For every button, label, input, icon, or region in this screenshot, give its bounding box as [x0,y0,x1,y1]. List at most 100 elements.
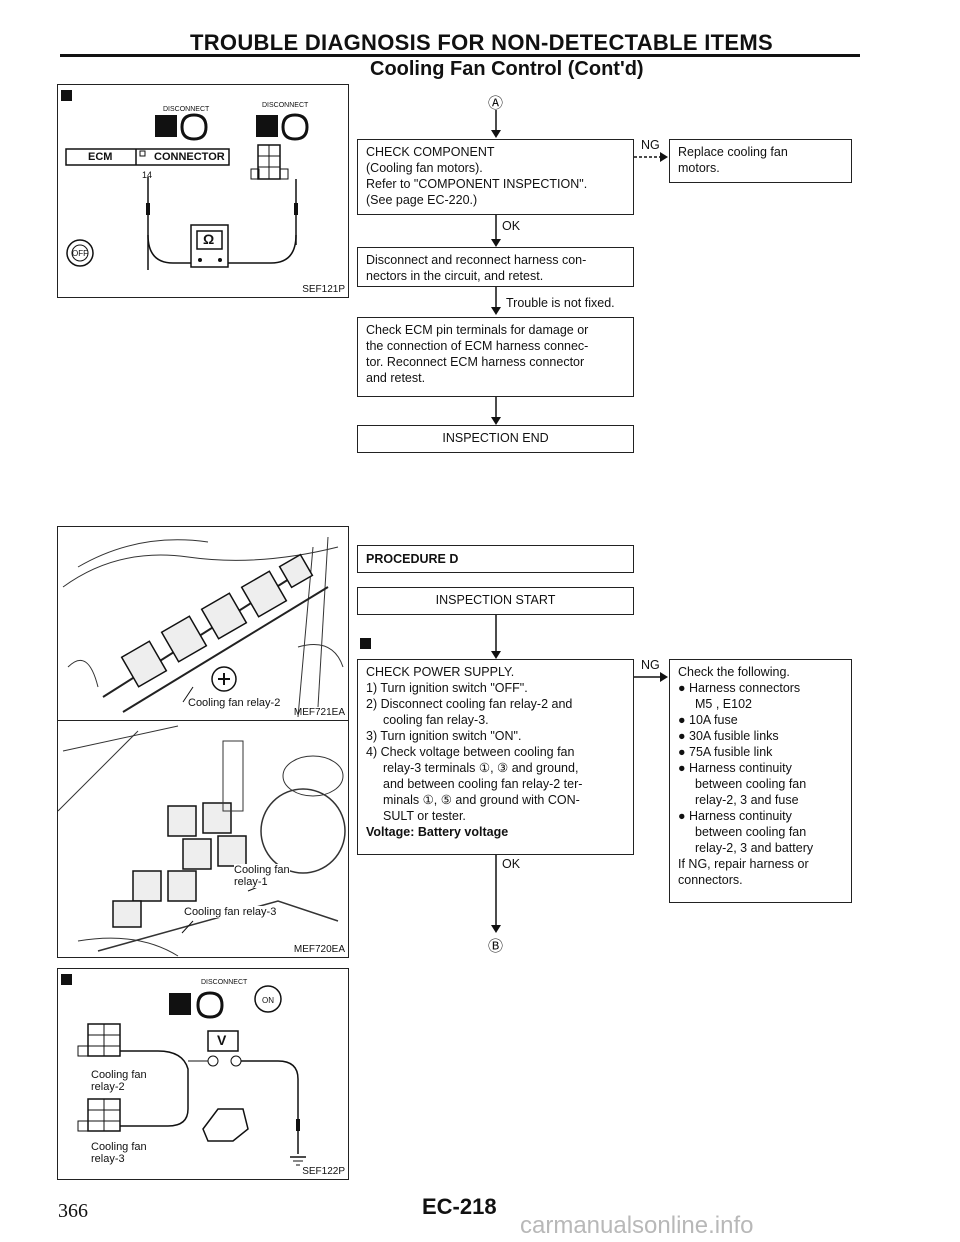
pin-14-label: 14 [142,170,153,180]
step-line: tor. Reconnect ECM harness connector [366,355,585,369]
inspection-end-box: INSPECTION END [357,425,634,453]
step-line: ● Harness continuity [678,761,792,775]
step-line: between cooling fan [695,825,807,839]
step-line: ● Harness connectors [678,681,801,695]
relay-1-label-line: relay-1 [234,876,268,888]
step-line: nectors in the circuit, and retest. [366,269,544,283]
ok-label: OK [502,857,521,871]
arrow-down-icon [491,397,501,425]
inspection-start-box: INSPECTION START [357,587,634,615]
ng-label: NG [641,658,660,672]
step-line: 1) Turn ignition switch "OFF". [366,681,528,695]
voltage-circuit-diagram [77,985,306,1166]
check-component-box: CHECK COMPONENT (Cooling fan motors). Re… [357,139,634,215]
watermark: carmanualsonline.info [520,1212,754,1239]
section-page-code: EC-218 [422,1194,497,1219]
harness-connector-codes: M5 , E102 [695,697,752,711]
step-line: Check ECM pin terminals for damage or [366,323,589,337]
relay-2-label-line: relay-2 [91,1081,125,1093]
relay-2-label: Cooling fan relay-2 [91,1069,147,1093]
step-line: Check the following. [678,665,790,679]
check-power-supply-box: CHECK POWER SUPPLY. 1) Turn ignition swi… [357,659,634,855]
section-marker-icon [61,90,72,101]
ignition-on-label: ON [262,996,274,1005]
step-line: CHECK POWER SUPPLY. [366,665,515,679]
step-line: Refer to "COMPONENT INSPECTION". [366,177,588,191]
relay-1-label: Cooling fan relay-1 [234,864,290,888]
disconnect-label-1: DISCONNECT [163,106,210,113]
step-line: Replace cooling fan [678,145,788,159]
step-line: 2) Disconnect cooling fan relay-2 and [366,697,573,711]
relay-3-label: Cooling fan relay-3 [184,906,277,918]
figure-code: MEF721EA [293,707,345,718]
step-line: motors. [678,161,720,175]
check-ecm-pins-box: Check ECM pin terminals for damage or th… [357,317,634,397]
engine-bay-illustration [62,536,344,718]
step-line: and between cooling fan relay-2 ter- [383,777,583,791]
procedure-d-box: PROCEDURE D [357,545,634,573]
step-line: CHECK COMPONENT [366,145,495,159]
section-marker-icon [360,638,371,649]
step-line: relay-2, 3 and battery [695,841,814,855]
disconnect-retest-box: Disconnect and reconnect harness con- ne… [357,247,634,287]
step-line: between cooling fan [695,777,807,791]
figure-ecm-continuity: DISCONNECT DISCONNECT ECM CONNECTOR 14 Ω… [57,84,349,298]
disconnect-label-2: DISCONNECT [262,102,309,109]
relay-3-label-line: Cooling fan [91,1141,147,1153]
step-line: ● Harness continuity [678,809,792,823]
step-line: relay-2, 3 and fuse [695,793,799,807]
step-line: ● 75A fusible link [678,745,773,759]
step-line: SULT or tester. [383,809,466,823]
voltmeter-symbol: V [217,1032,227,1048]
figure-voltage-check: DISCONNECT ON V Cooling fan relay-2 Cool… [57,968,349,1180]
step-line: ● 30A fusible links [678,729,779,743]
connector-marker-b: Ⓑ [488,938,504,955]
step-line: connectors. [678,873,743,887]
connector-label: CONNECTOR [154,151,225,163]
page-subtitle: Cooling Fan Control (Cont'd) [370,58,644,80]
ecm-circuit-diagram [65,113,309,270]
arrow-down-icon [491,855,501,933]
header-rule [60,54,860,57]
engine-bay-illustration [58,725,346,957]
step-line: minals ①, ⑤ and ground with CON- [383,793,580,807]
disconnect-label: DISCONNECT [201,979,248,986]
step-line: 4) Check voltage between cooling fan [366,745,575,759]
page-number: 366 [58,1200,88,1222]
arrow-down-icon [491,215,501,247]
relay-2-label-line: Cooling fan [91,1069,147,1081]
step-line: ● 10A fuse [678,713,738,727]
figure-relay-1-3-location: Cooling fan relay-1 Cooling fan relay-3 … [57,720,349,958]
step-line: Disconnect and reconnect harness con- [366,253,587,267]
ng-label: NG [641,138,660,152]
check-following-box: Check the following. ● Harness connector… [669,659,852,903]
replace-motors-box: Replace cooling fan motors. [669,139,852,183]
figure-code: MEF720EA [293,944,345,955]
figure-relay-2-location: Cooling fan relay-2 MEF721EA [57,526,349,721]
connector-marker-a: Ⓐ [488,95,504,112]
step-line: (Cooling fan motors). [366,161,483,175]
arrow-right-icon [634,672,668,682]
step-line: cooling fan relay-3. [383,713,489,727]
step-line: and retest. [366,371,426,385]
arrow-down-icon [491,287,501,315]
relay-3-label: Cooling fan relay-3 [91,1141,147,1165]
relay-2-label: Cooling fan relay-2 [188,697,281,709]
arrow-down-icon [491,615,501,659]
ok-label: OK [502,219,521,233]
ignition-off-label: OFF [72,249,88,258]
ecm-label: ECM [88,151,113,163]
voltage-spec: Voltage: Battery voltage [366,825,509,839]
step-line: (See page EC-220.) [366,193,478,207]
section-marker-icon [61,974,72,985]
page-title: TROUBLE DIAGNOSIS FOR NON-DETECTABLE ITE… [190,30,773,55]
step-line: If NG, repair harness or [678,857,809,871]
arrow-right-icon [634,152,668,162]
relay-3-label-line: relay-3 [91,1153,125,1165]
trouble-not-fixed-label: Trouble is not fixed. [506,296,615,310]
step-line: the connection of ECM harness connec- [366,339,589,353]
ohmmeter-symbol: Ω [203,231,215,247]
step-line: 3) Turn ignition switch "ON". [366,729,522,743]
relay-1-label-line: Cooling fan [234,864,290,876]
figure-code: SEF122P [302,1166,345,1177]
